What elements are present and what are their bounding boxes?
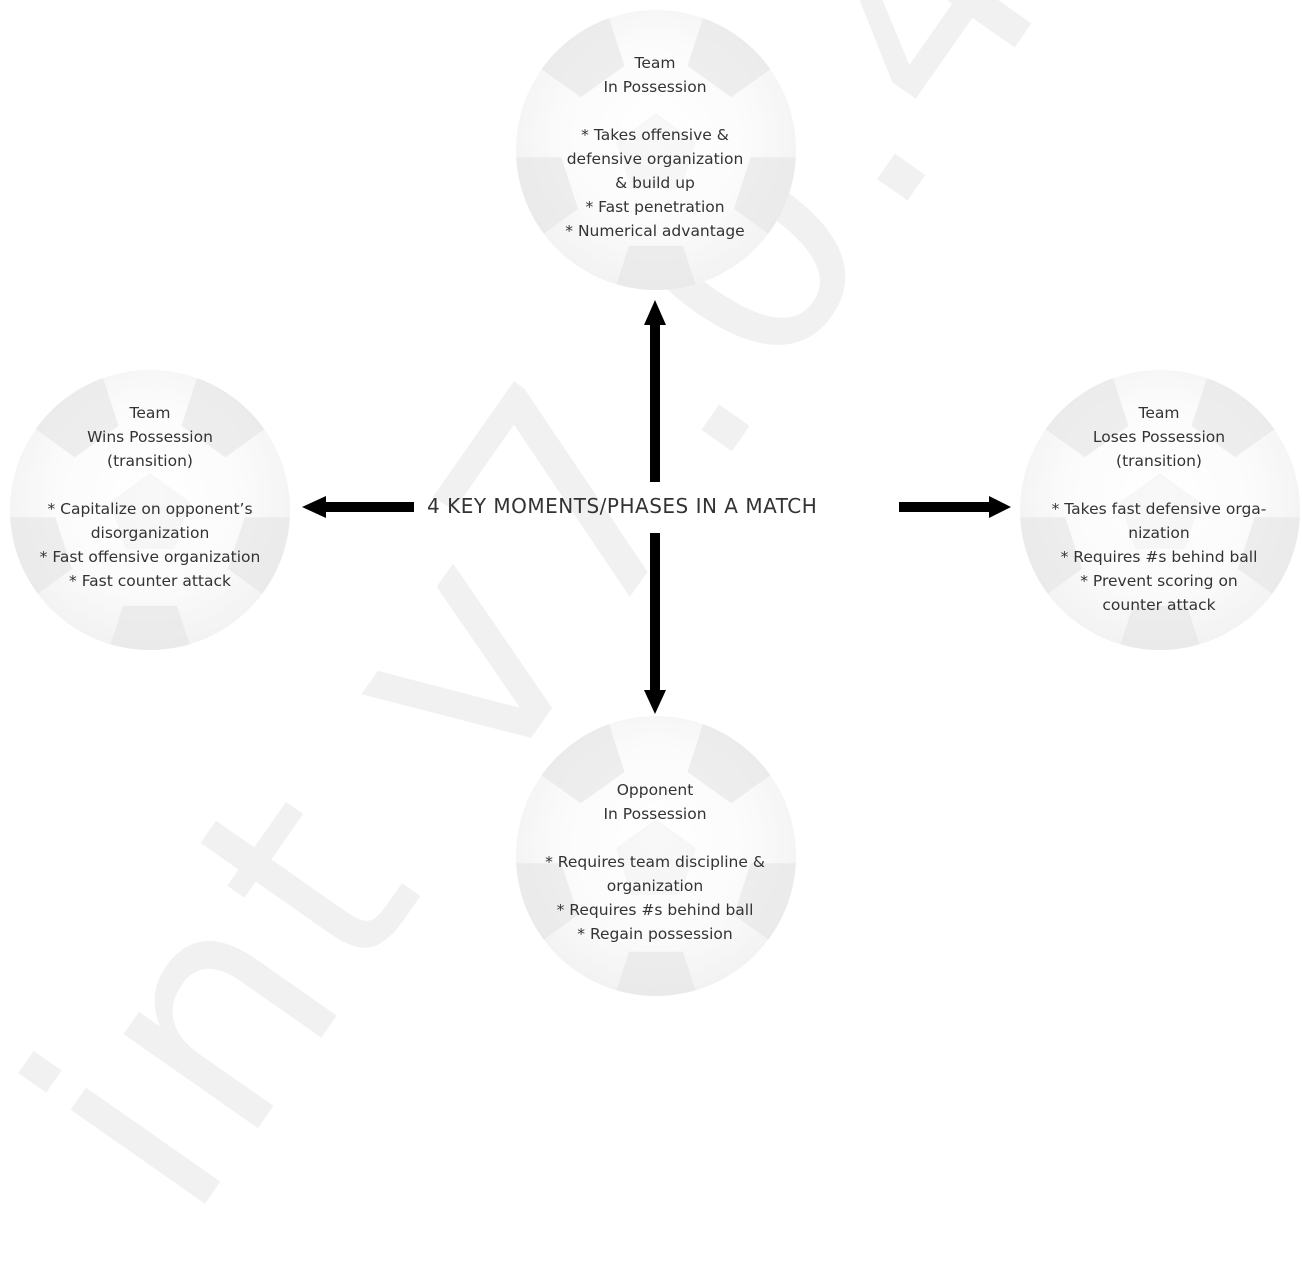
soccer-ball-bottom <box>516 716 796 996</box>
diagram-title: 4 KEY MOMENTS/PHASES IN A MATCH <box>427 494 818 518</box>
node-bullet-line: * Fast penetration <box>585 198 725 216</box>
node-bullet-line: nization <box>1128 524 1190 542</box>
ball-patch <box>1020 517 1082 601</box>
ball-patch <box>616 819 696 895</box>
ball-patch <box>1120 473 1200 549</box>
node-bullet-line: defensive organization <box>566 150 744 168</box>
ball-patch <box>614 245 698 290</box>
node-team-loses-possession: Team Loses Possession (transition) * Tak… <box>999 401 1302 617</box>
node-bullet-line: * Takes fast defensive orga- <box>1051 500 1267 518</box>
node-opponent-in-possession: Opponent In Possession * Requires team d… <box>495 778 815 946</box>
node-heading-line: Loses Possession <box>1092 428 1226 446</box>
ball-patch <box>1118 605 1202 650</box>
node-bullet-line: * Takes offensive & <box>581 126 729 144</box>
node-heading-line: In Possession <box>603 78 707 96</box>
ball-patch <box>1238 517 1300 601</box>
node-bullet-line: * Numerical advantage <box>565 222 745 240</box>
node-team-wins-possession: Team Wins Possession (transition) * Capi… <box>0 401 310 593</box>
soccer-ball-right <box>1020 370 1300 650</box>
node-bullet-line: organization <box>606 877 704 895</box>
ball-patch <box>1041 374 1129 458</box>
arrow-left <box>302 496 414 518</box>
node-bullet-line: & build up <box>615 174 695 192</box>
ball-patch <box>228 517 290 601</box>
ball-patch <box>1191 374 1279 458</box>
ball-patch <box>110 473 190 549</box>
arrow-right <box>899 496 1011 518</box>
ball-patch <box>181 374 269 458</box>
ball-patch <box>616 113 696 189</box>
arrows <box>302 300 1011 714</box>
node-team-in-possession: Team In Possession * Takes offensive & d… <box>495 51 815 243</box>
soccer-ball-left <box>10 370 290 650</box>
node-heading-line: Team <box>634 54 676 72</box>
node-bullet-line: * Capitalize on opponent’s <box>47 500 253 518</box>
ball-pattern <box>516 720 796 996</box>
ball-patch <box>10 517 72 601</box>
ball-patch <box>108 605 192 650</box>
ball-pattern <box>1020 374 1300 650</box>
ball-patch <box>734 863 796 947</box>
ball-patch <box>537 720 625 804</box>
ball-patch <box>516 863 578 947</box>
soccer-ball-top <box>516 10 796 290</box>
ball-patch <box>537 14 625 98</box>
ball-patch <box>516 157 578 241</box>
ball-patch <box>687 720 775 804</box>
ball-patch <box>687 14 775 98</box>
node-bullet-line: * Prevent scoring on <box>1080 572 1238 590</box>
ball-patch <box>614 951 698 996</box>
node-bullet-line: * Fast offensive organization <box>39 548 261 566</box>
node-bullet-line: * Regain possession <box>577 925 733 943</box>
node-heading-line: Opponent <box>616 781 694 799</box>
node-heading-line: (transition) <box>107 452 193 470</box>
arrow-up <box>644 300 666 482</box>
node-bullet-line: * Fast counter attack <box>69 572 231 590</box>
node-heading-line: Team <box>129 404 171 422</box>
node-heading-line: Wins Possession <box>87 428 213 446</box>
node-heading-line: Team <box>1138 404 1180 422</box>
ball-pattern <box>516 14 796 290</box>
arrow-down <box>644 533 666 714</box>
node-bullet-line: * Requires #s behind ball <box>1060 548 1258 566</box>
node-bullet-line: * Requires team discipline & <box>545 853 765 871</box>
node-heading-line: In Possession <box>603 805 707 823</box>
ball-patch <box>31 374 119 458</box>
ball-pattern <box>10 374 290 650</box>
node-bullet-line: * Requires #s behind ball <box>556 901 754 919</box>
ball-patch <box>734 157 796 241</box>
node-bullet-line: counter attack <box>1102 596 1216 614</box>
node-bullet-line: disorganization <box>90 524 210 542</box>
node-heading-line: (transition) <box>1116 452 1202 470</box>
